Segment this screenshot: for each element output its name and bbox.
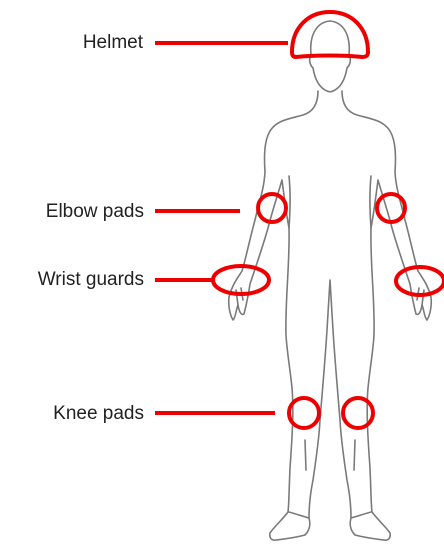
left-elbow-marker: [258, 194, 286, 222]
right-knee-line: [354, 440, 355, 470]
right-wrist-marker: [396, 267, 444, 295]
helmet-label: Helmet: [83, 33, 143, 52]
right-arm-inner-line: [370, 176, 371, 228]
right-elbow-marker: [377, 194, 405, 222]
body-silhouette: [229, 91, 432, 540]
left-arm-inner-line: [289, 176, 290, 228]
gear-markers: [213, 12, 444, 428]
elbow-pads-label: Elbow pads: [46, 202, 144, 221]
left-hand-fingers: [236, 288, 243, 305]
right-foot-line: [351, 512, 371, 518]
body-outline: [229, 21, 432, 540]
knee-pads-label: Knee pads: [53, 404, 144, 423]
left-knee-line: [305, 440, 306, 470]
left-foot-line: [289, 512, 309, 518]
wrist-guards-label: Wrist guards: [38, 270, 144, 289]
right-knee-marker: [343, 398, 373, 428]
left-knee-marker: [289, 398, 319, 428]
helmet-marker: [292, 12, 368, 57]
